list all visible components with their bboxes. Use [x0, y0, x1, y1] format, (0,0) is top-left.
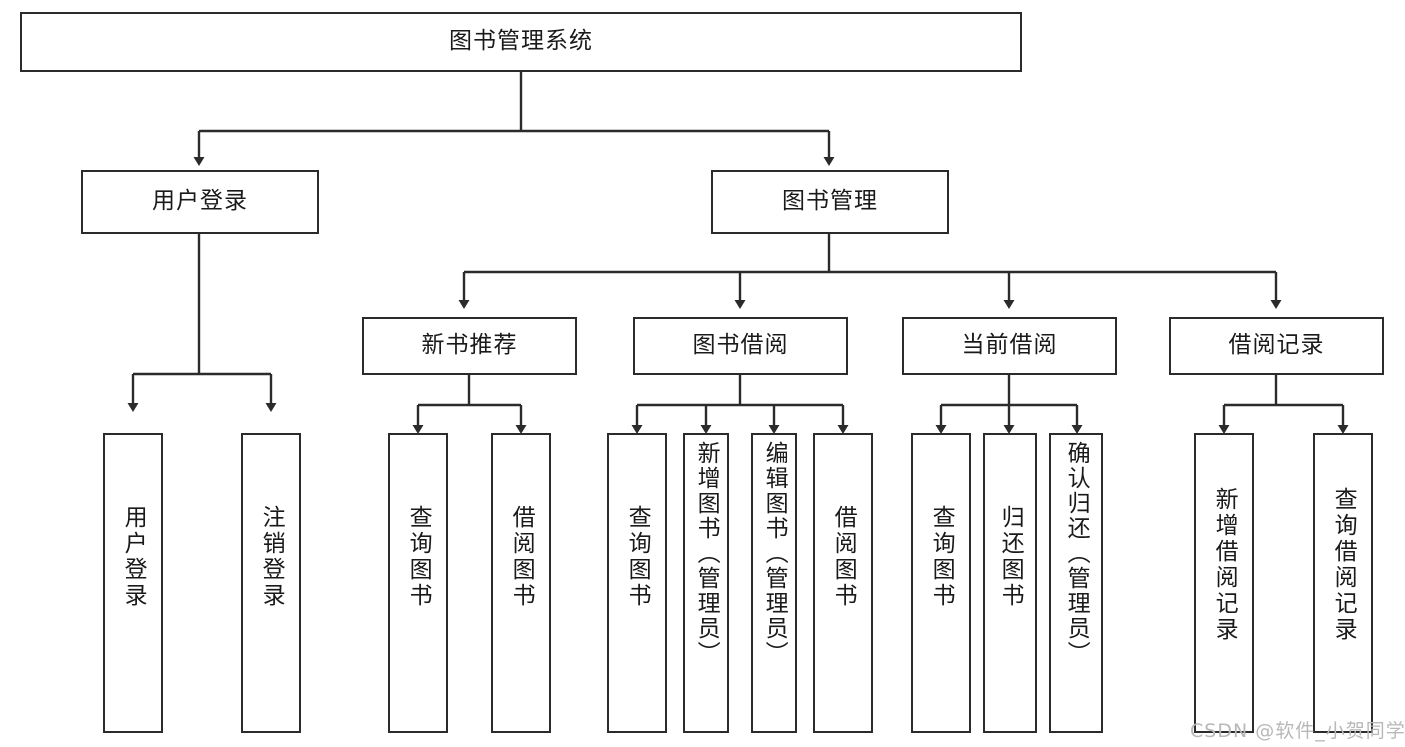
node-label: 查询图书 — [928, 505, 955, 609]
node-label: 确认归还（管理员） — [1063, 441, 1090, 666]
leaf-borrow-book-recommend[interactable]: 借阅图书 — [491, 433, 551, 733]
node-label: 图书管理 — [782, 188, 878, 215]
node-borrow-record[interactable]: 借阅记录 — [1169, 317, 1384, 375]
node-label: 注销登录 — [258, 505, 285, 609]
node-label: 新增借阅记录 — [1211, 487, 1238, 643]
node-label: 当前借阅 — [961, 332, 1058, 359]
leaf-return-book[interactable]: 归还图书 — [983, 433, 1037, 733]
node-book-management[interactable]: 图书管理 — [711, 170, 949, 234]
leaf-query-book-recommend[interactable]: 查询图书 — [388, 433, 448, 733]
node-label: 图书借阅 — [692, 332, 789, 359]
node-label: 新增图书（管理员） — [693, 441, 720, 666]
node-label: 编辑图书（管理员） — [761, 441, 788, 666]
node-label: 查询图书 — [624, 505, 651, 609]
leaf-confirm-return-admin[interactable]: 确认归还（管理员） — [1049, 433, 1103, 733]
node-label: 图书管理系统 — [449, 28, 593, 55]
node-label: 借阅图书 — [830, 505, 857, 609]
node-user-login[interactable]: 用户登录 — [81, 170, 319, 234]
leaf-add-borrow-record[interactable]: 新增借阅记录 — [1194, 433, 1254, 733]
leaf-user-login[interactable]: 用户登录 — [103, 433, 163, 733]
node-label: 归还图书 — [997, 505, 1024, 609]
node-label: 借阅图书 — [508, 505, 535, 609]
leaf-borrow-book[interactable]: 借阅图书 — [813, 433, 873, 733]
csdn-watermark: CSDN @软件_小贺同学 — [1190, 720, 1405, 742]
leaf-query-borrow-record[interactable]: 查询借阅记录 — [1313, 433, 1373, 733]
node-label: 借阅记录 — [1228, 332, 1325, 359]
node-current-borrow[interactable]: 当前借阅 — [902, 317, 1117, 375]
node-label: 查询借阅记录 — [1330, 487, 1357, 643]
leaf-add-book-admin[interactable]: 新增图书（管理员） — [683, 433, 729, 733]
node-new-book-recommend[interactable]: 新书推荐 — [362, 317, 577, 375]
leaf-edit-book-admin[interactable]: 编辑图书（管理员） — [751, 433, 797, 733]
leaf-logout[interactable]: 注销登录 — [241, 433, 301, 733]
node-label: 查询图书 — [405, 505, 432, 609]
node-label: 用户登录 — [120, 505, 147, 609]
leaf-query-book-borrow[interactable]: 查询图书 — [607, 433, 667, 733]
node-book-borrow[interactable]: 图书借阅 — [633, 317, 848, 375]
node-label: 新书推荐 — [421, 332, 518, 359]
node-root-book-management-system[interactable]: 图书管理系统 — [20, 12, 1022, 72]
leaf-query-book-current[interactable]: 查询图书 — [911, 433, 971, 733]
node-label: 用户登录 — [152, 188, 248, 215]
